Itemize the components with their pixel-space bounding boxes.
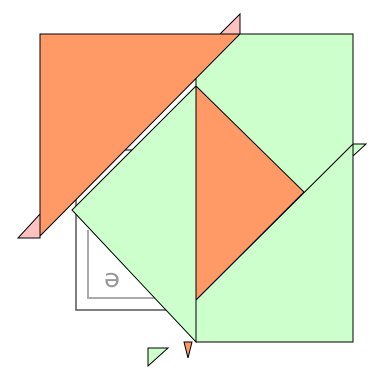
tangram-piece-orange-large[interactable] xyxy=(39,33,242,238)
tangram-piece-pink-left[interactable] xyxy=(16,212,41,239)
tangram-piece-orange-small-bottom[interactable] xyxy=(183,341,193,359)
letter-glyph: ə xyxy=(104,264,120,294)
tangram-piece-pink-top[interactable] xyxy=(216,12,241,37)
tangram-piece-orange-center[interactable] xyxy=(195,84,305,302)
tangram-piece-green-small-bottom[interactable] xyxy=(147,347,170,368)
tangram-piece-green-edge[interactable] xyxy=(352,143,368,158)
